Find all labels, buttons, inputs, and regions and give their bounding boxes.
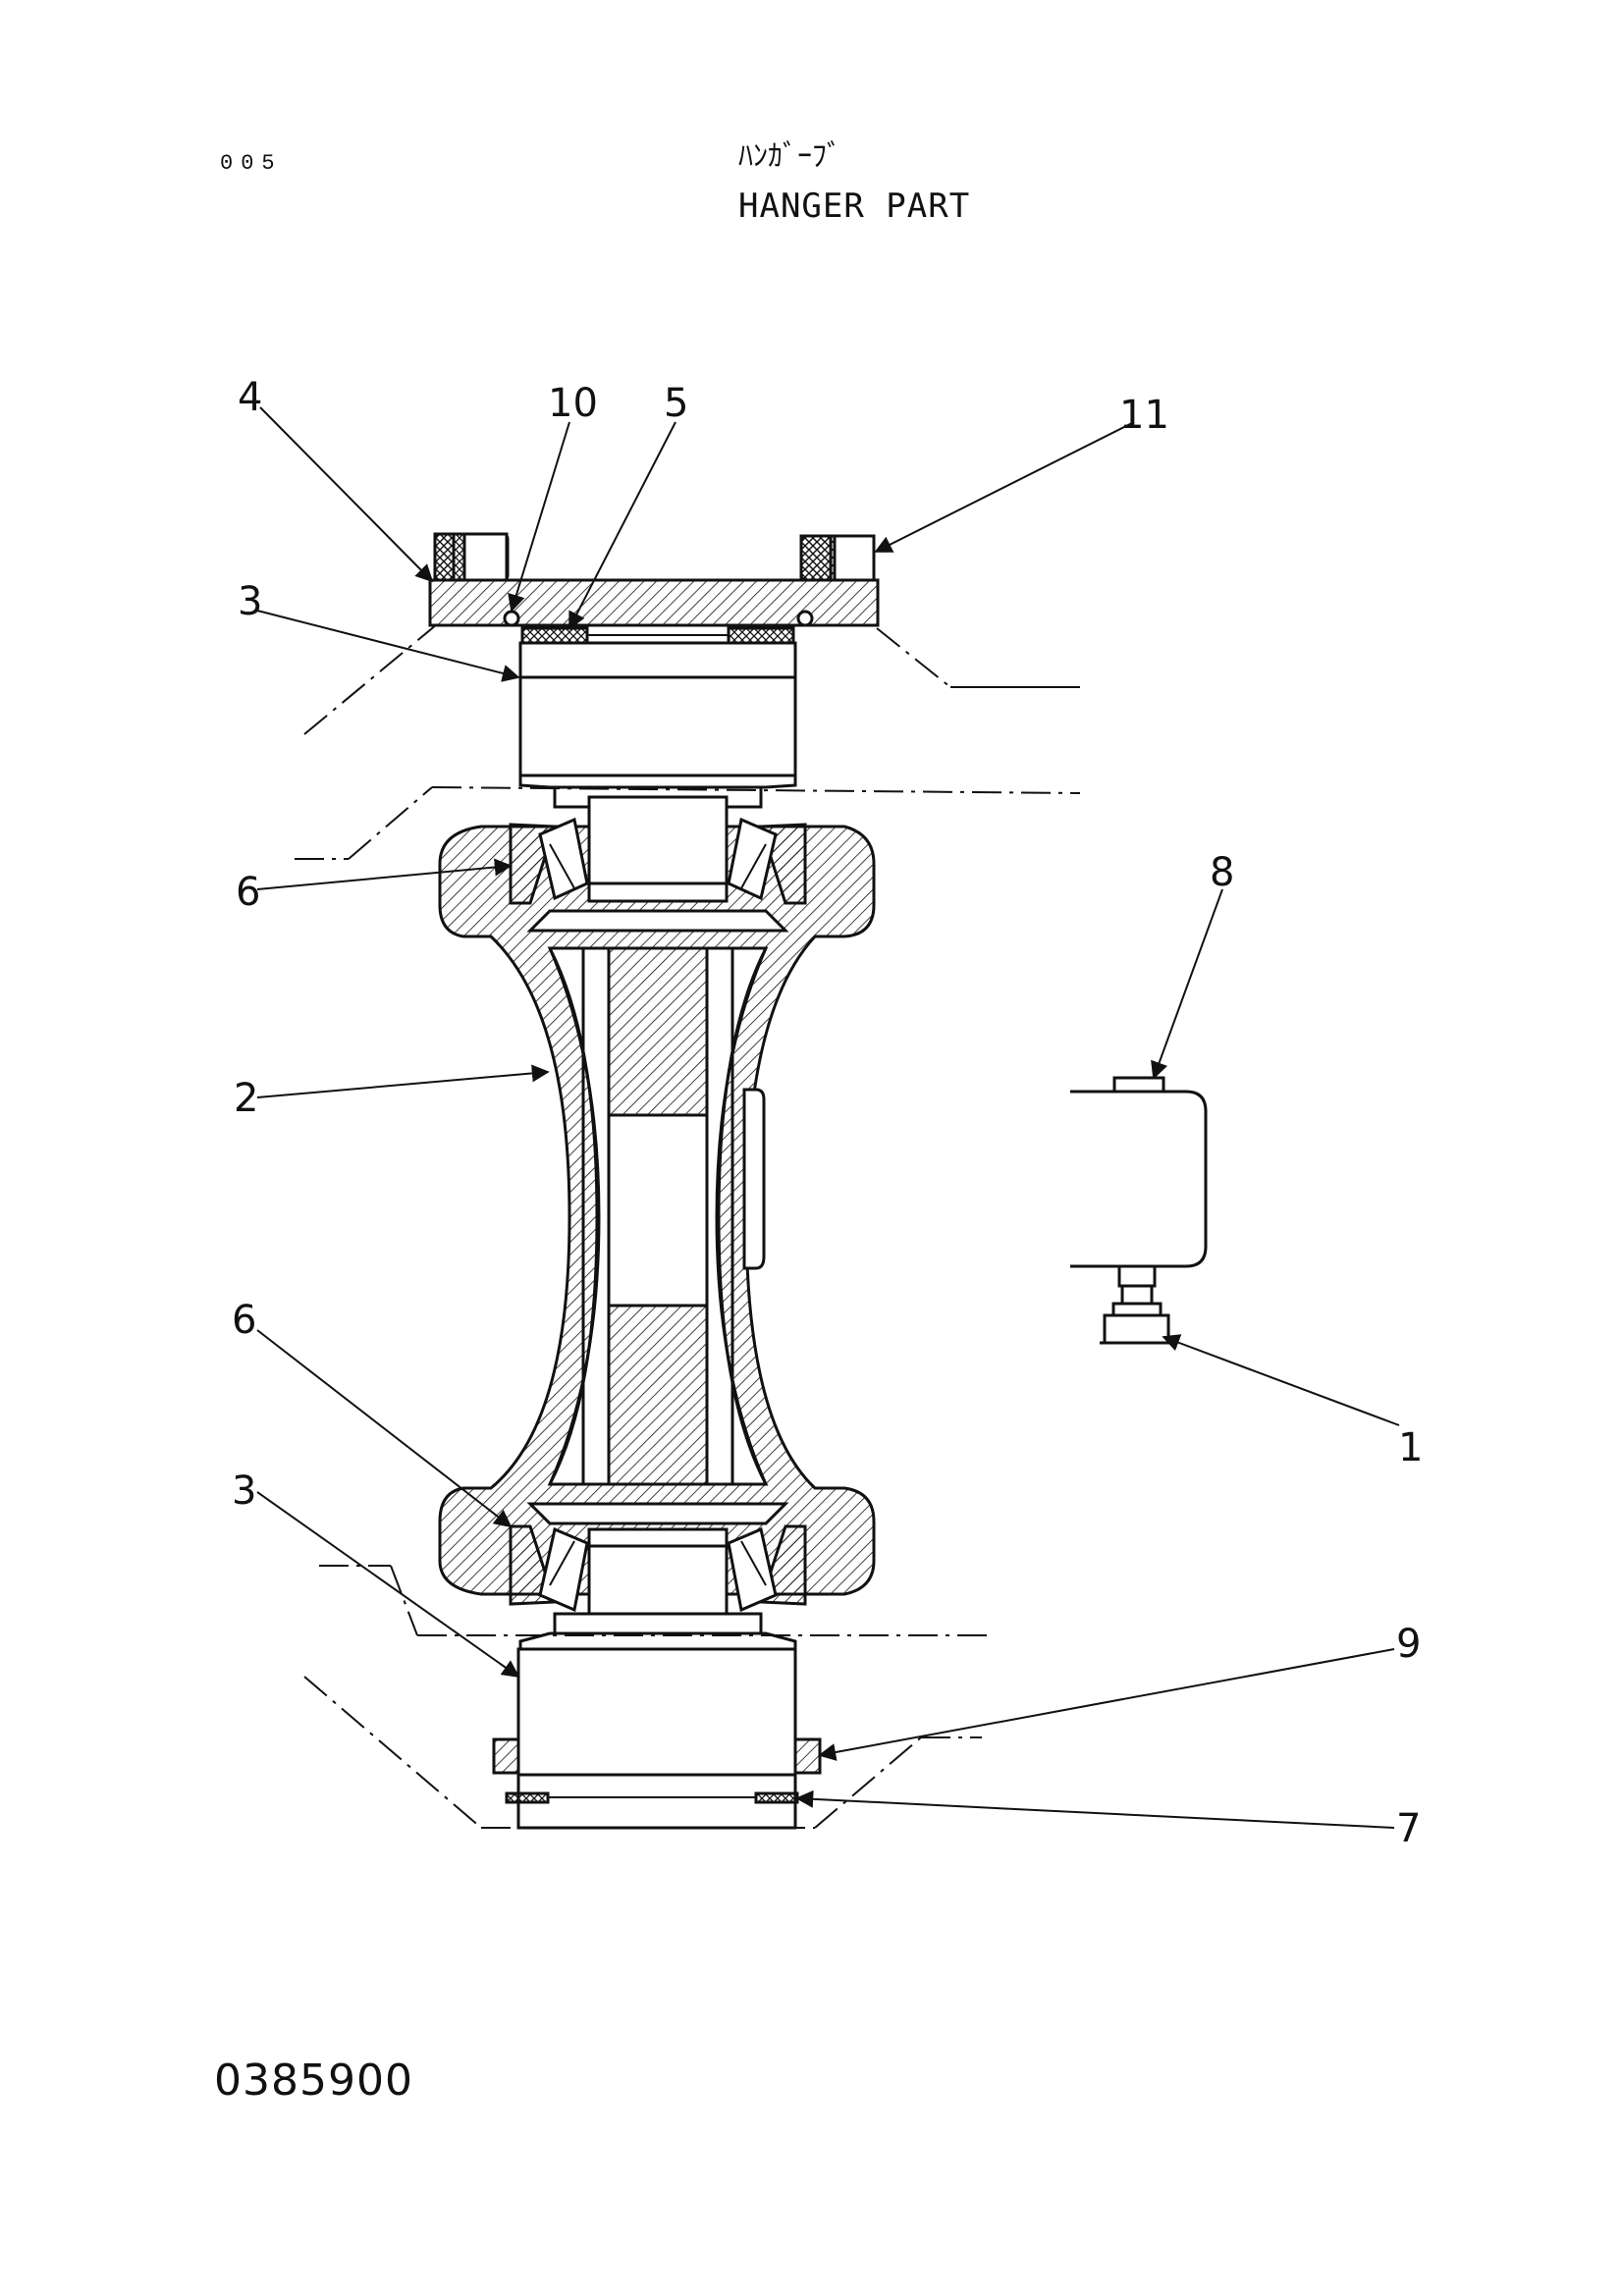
title-english: HANGER PART	[738, 187, 971, 226]
callout-labels: 4 10 5 11 3 6 8 2 1 6 3 9 7	[232, 375, 1423, 1851]
snap-ring-left	[492, 1737, 520, 1775]
oring-left	[503, 610, 520, 627]
callout-3-bottom: 3	[232, 1468, 256, 1514]
callout-8: 8	[1210, 850, 1234, 895]
shaft-housing-top	[518, 641, 797, 809]
callout-9: 9	[1396, 1622, 1421, 1667]
callout-3-top: 3	[238, 579, 262, 624]
callout-5: 5	[664, 381, 688, 426]
top-flange	[428, 532, 880, 627]
callout-11: 11	[1119, 393, 1169, 438]
callout-6-bottom: 6	[232, 1298, 256, 1343]
oring-right	[796, 610, 814, 627]
bearing-top	[509, 795, 807, 905]
callout-2: 2	[234, 1076, 258, 1121]
shaft-housing-bottom	[492, 1612, 822, 1830]
callout-4: 4	[238, 375, 262, 420]
washer-left	[505, 1791, 550, 1804]
reference-lines	[295, 623, 1081, 1829]
roller-side-view	[1070, 1076, 1208, 1345]
drawing-code: 0385900	[214, 2056, 413, 2106]
leader-lines	[256, 406, 1400, 1829]
callout-10: 10	[548, 381, 598, 426]
washer-right	[754, 1791, 799, 1804]
title-japanese: ﾊﾝｶﾞｰﾌﾞ	[738, 139, 841, 174]
seal-plate-top	[520, 626, 795, 645]
callout-1: 1	[1398, 1425, 1423, 1470]
callout-7: 7	[1396, 1806, 1421, 1851]
callout-6-top: 6	[236, 870, 260, 915]
page-number: 005	[220, 151, 283, 176]
roller-body	[438, 825, 876, 1596]
snap-ring-right	[793, 1737, 822, 1775]
